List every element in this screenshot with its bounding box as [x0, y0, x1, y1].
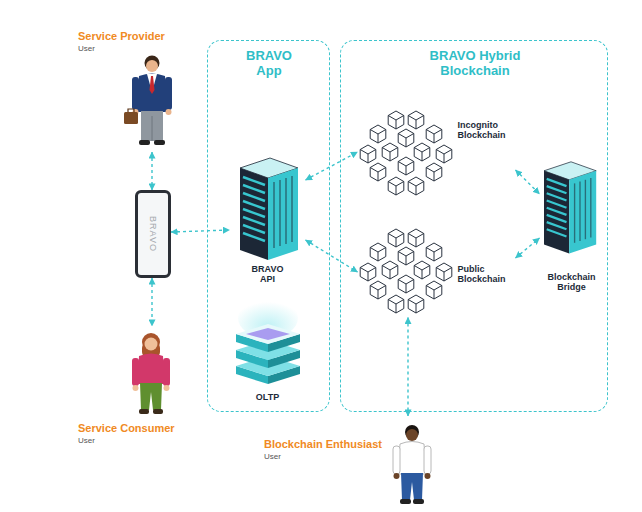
component-label: OLTP — [232, 392, 304, 402]
api-server-icon — [240, 158, 298, 260]
screen-logo: BRAVO — [148, 216, 158, 252]
user-role-name: Blockchain Enthusiast — [264, 438, 396, 451]
mobile-phone: BRAVO — [135, 190, 171, 278]
dashed-connector — [151, 278, 152, 326]
dashed-connector — [516, 170, 540, 194]
database-stack: OLTP — [232, 314, 306, 408]
user-node: Service ConsumerUser — [76, 326, 192, 448]
dashed-connector — [407, 318, 408, 417]
user-tag: User — [78, 436, 118, 445]
user-tag: User — [78, 44, 118, 53]
user-node: Service ProviderUser — [76, 28, 192, 152]
dashed-connector — [306, 240, 358, 272]
component-label: Incognito Blockchain — [458, 120, 514, 141]
component-label: BRAVO API — [246, 264, 290, 285]
dashed-connector — [171, 230, 230, 232]
bridge-server: Blockchain Bridge — [540, 158, 606, 295]
blockchain-cluster: Public Blockchain — [358, 224, 516, 318]
dashed-connector — [151, 152, 152, 190]
incognito-cubes-icon — [360, 111, 452, 195]
component-label: Public Blockchain — [458, 264, 514, 285]
oltp-stack-icon — [236, 298, 300, 384]
blockchain-cluster: Incognito Blockchain — [358, 106, 516, 200]
user-role-name: Service Provider — [78, 30, 190, 43]
user-role-name: Service Consumer — [78, 422, 190, 435]
public-cubes-icon — [360, 229, 452, 313]
group-title: BRAVO App — [239, 49, 299, 79]
bridge-server-icon — [544, 162, 596, 254]
service-provider-figure — [124, 56, 172, 146]
app-group: BRAVO AppBRAVO API OLTP — [207, 40, 330, 412]
component-label: Blockchain Bridge — [540, 272, 604, 293]
api-server: BRAVO API — [230, 152, 306, 290]
user-node: Blockchain EnthusiastUser — [262, 416, 434, 506]
blockchain-enthusiast-figure — [393, 425, 431, 504]
blockchain-group: BRAVO Hybrid BlockchainIncognito Blockch… — [340, 40, 608, 412]
service-consumer-figure — [132, 333, 170, 414]
user-tag: User — [264, 452, 304, 461]
dashed-connector — [516, 238, 540, 258]
dashed-connector — [306, 152, 358, 180]
group-title: BRAVO Hybrid Blockchain — [425, 49, 525, 79]
